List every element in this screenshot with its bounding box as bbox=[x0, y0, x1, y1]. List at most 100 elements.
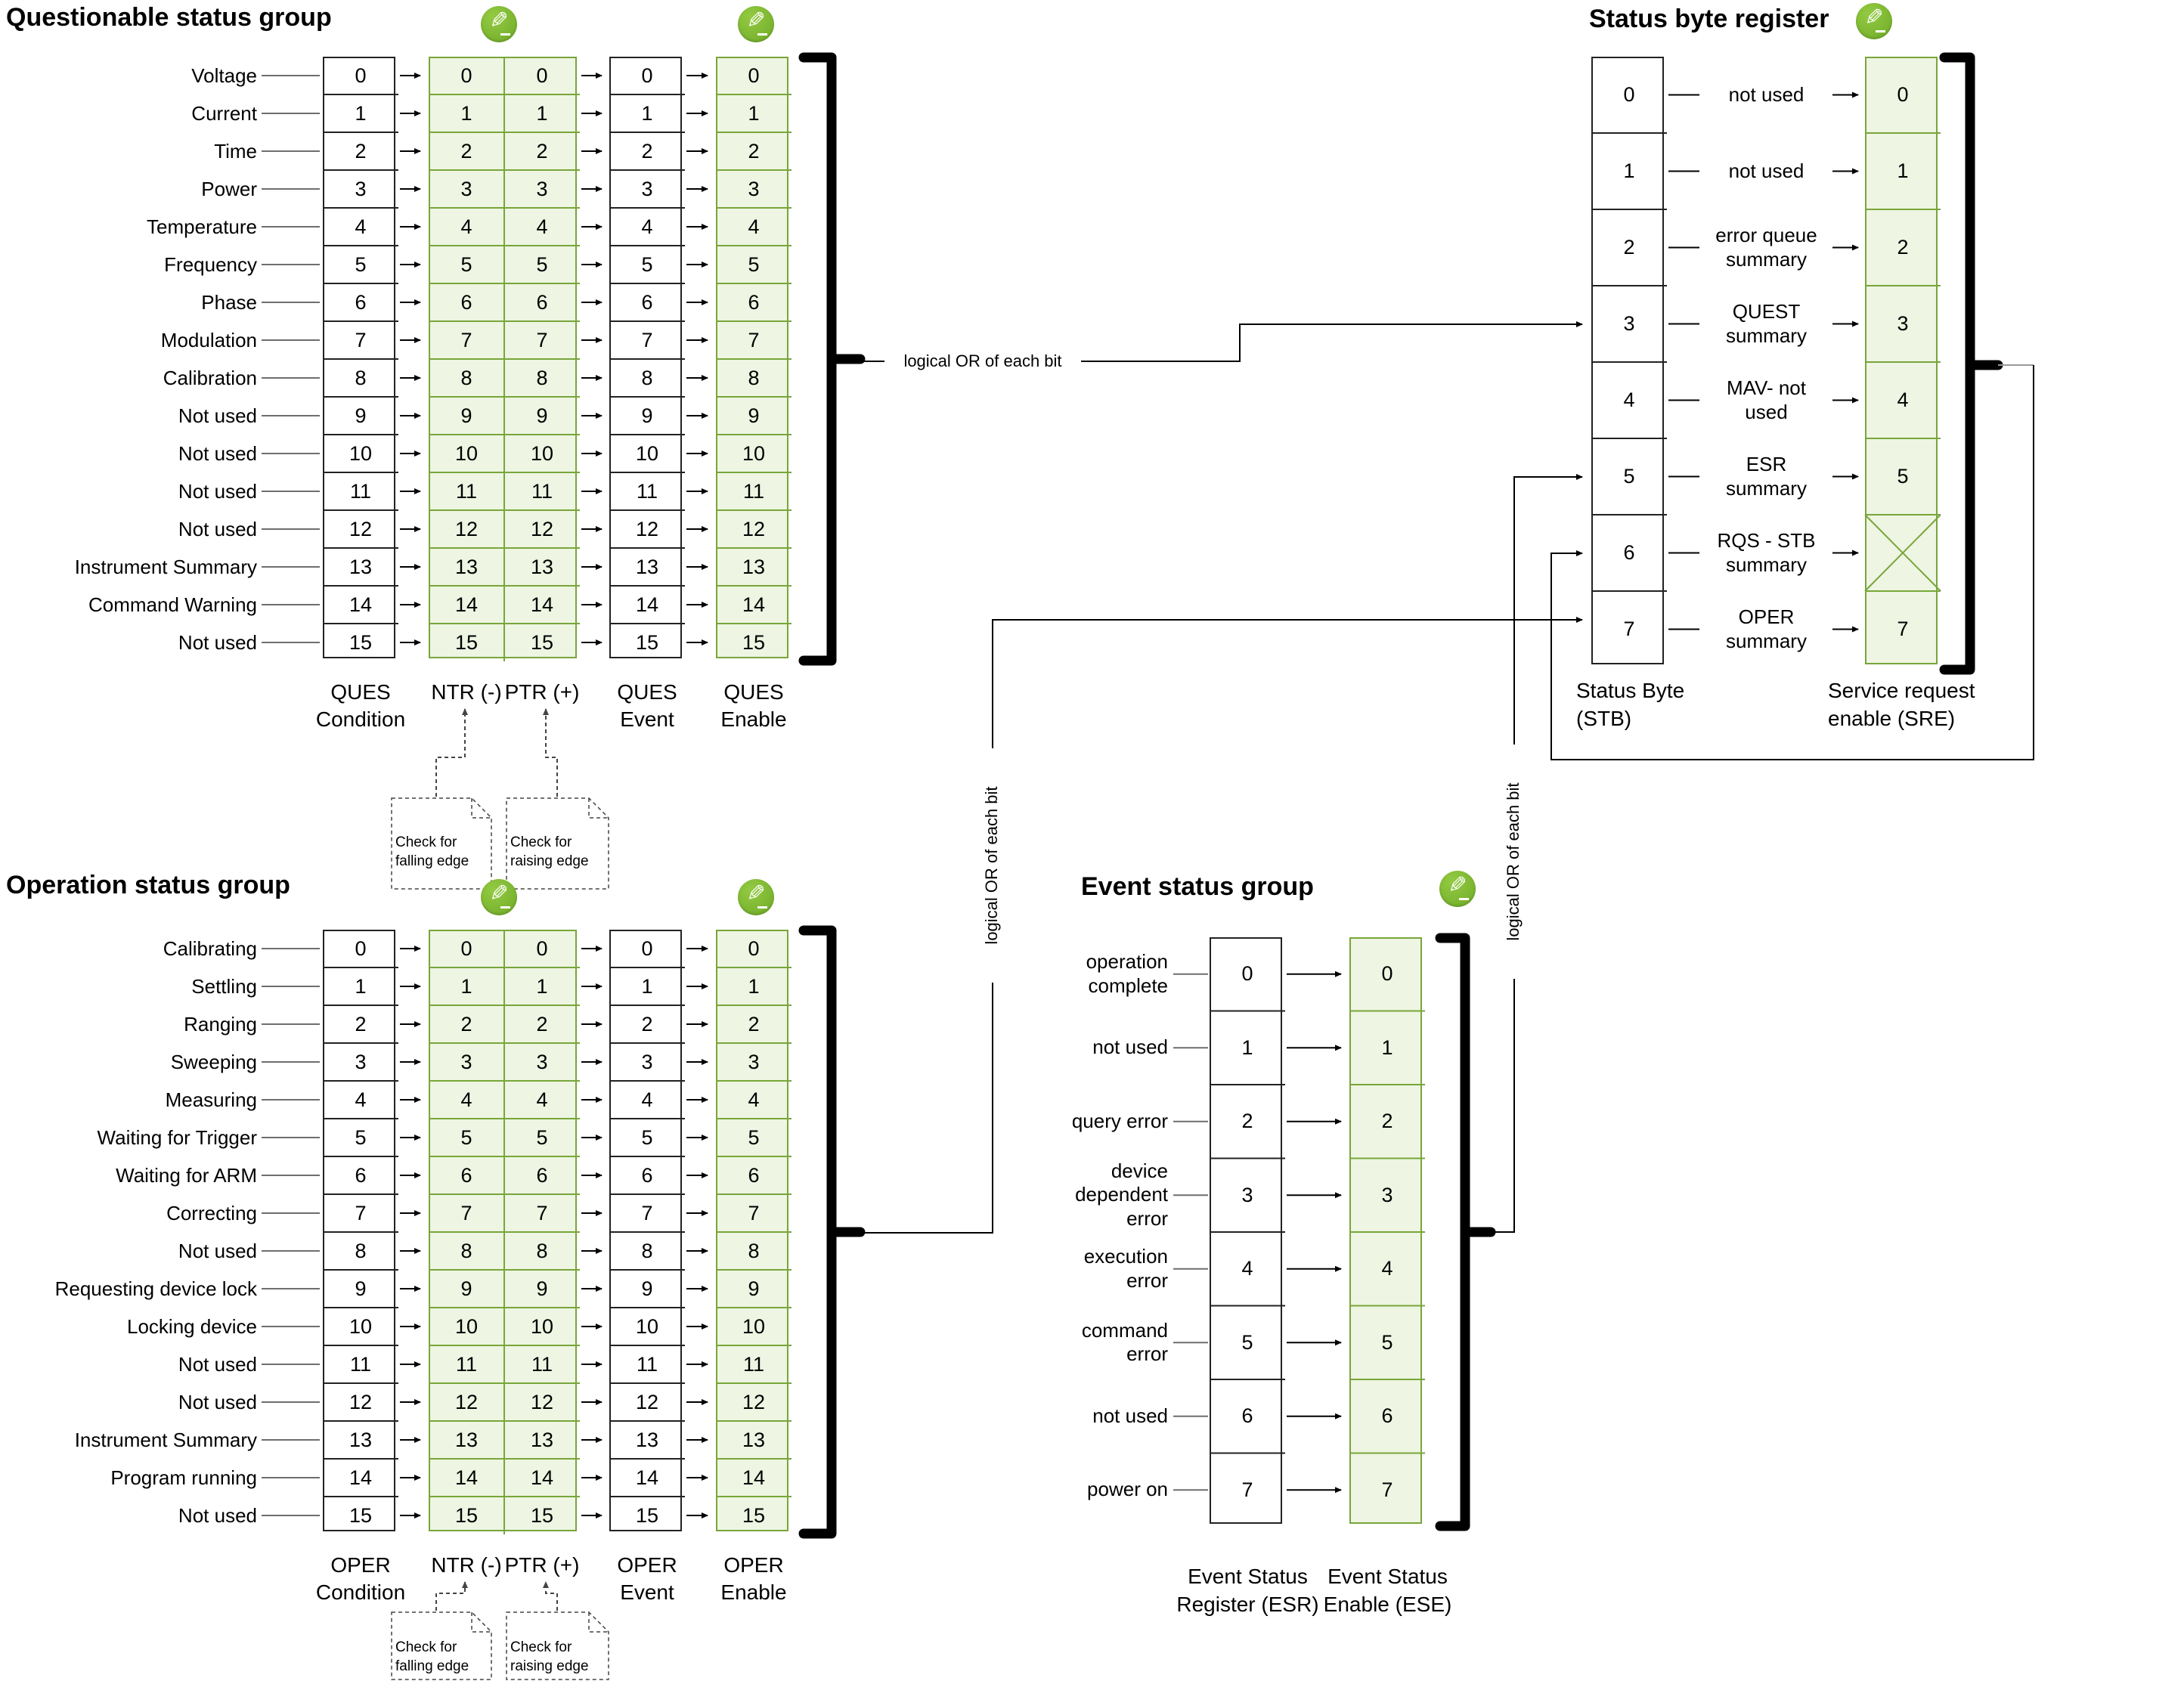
logical-or-label-event: logical OR of each bit bbox=[1504, 745, 1525, 979]
ques-event-bit-9: 9 bbox=[641, 404, 653, 427]
ques-condition-bit-5: 5 bbox=[355, 253, 367, 276]
ques-event-bit-10: 10 bbox=[635, 442, 659, 465]
ques-enable-register bbox=[716, 57, 788, 658]
ques-bit-label-0: Voltage bbox=[191, 64, 257, 87]
ques-ptr-bit-15: 15 bbox=[530, 631, 554, 654]
sre-caption: Service request enable (SRE) bbox=[1828, 679, 1975, 730]
oper-ntr-bit-15: 15 bbox=[454, 1504, 479, 1527]
oper-event-header: OPER Event bbox=[617, 1553, 677, 1605]
event-group-title: Event status group bbox=[1081, 872, 1314, 901]
stb-bit-meaning-6: RQS - STB summary bbox=[1717, 528, 1816, 576]
stb-bit-meaning-4: MAV- not used bbox=[1726, 376, 1806, 423]
oper-edit-icon-enable[interactable]: ✎ bbox=[738, 879, 774, 915]
ques-event-bit-6: 6 bbox=[641, 291, 653, 314]
oper-ptr-bit-9: 9 bbox=[536, 1277, 548, 1300]
ques-ntr-bit-14: 14 bbox=[454, 593, 479, 616]
ques-edit-icon-enable[interactable]: ✎ bbox=[738, 6, 774, 42]
ques-ptr-bit-0: 0 bbox=[536, 64, 548, 87]
event-bit-label-7: power on bbox=[1087, 1478, 1168, 1501]
operation-group-title: Operation status group bbox=[6, 871, 290, 899]
ques-event-bit-1: 1 bbox=[641, 102, 653, 125]
oper-ntr-bit-0: 0 bbox=[460, 937, 472, 960]
ques-bit-label-3: Power bbox=[201, 178, 257, 200]
oper-ptr-bit-2: 2 bbox=[536, 1013, 548, 1036]
logical-or-label-operation: logical OR of each bit bbox=[982, 748, 1003, 983]
oper-condition-bit-13: 13 bbox=[349, 1429, 373, 1451]
ques-ntr-bit-15: 15 bbox=[454, 631, 479, 654]
ques-ntr-bit-7: 7 bbox=[460, 329, 472, 351]
ques-ntr-bit-11: 11 bbox=[455, 480, 478, 503]
oper-ptr-bit-15: 15 bbox=[530, 1504, 554, 1527]
ques-enable-bit-3: 3 bbox=[748, 178, 760, 200]
oper-ntr-bit-8: 8 bbox=[460, 1240, 472, 1262]
stb-bit-meaning-3: QUEST summary bbox=[1726, 299, 1807, 347]
oper-bit-label-3: Sweeping bbox=[170, 1051, 257, 1073]
oper-enable-bit-7: 7 bbox=[748, 1202, 760, 1224]
event-bit-label-6: not used bbox=[1092, 1404, 1168, 1427]
ques-event-bit-14: 14 bbox=[635, 593, 659, 616]
event-bit-label-3: device dependent error bbox=[1075, 1159, 1168, 1231]
ques-ntr-bit-12: 12 bbox=[454, 518, 479, 540]
event-edit-icon[interactable]: ✎ bbox=[1439, 871, 1476, 907]
event-bit-label-0: operation complete bbox=[1086, 950, 1168, 997]
oper-ntr-bit-9: 9 bbox=[460, 1277, 472, 1300]
oper-event-bit-15: 15 bbox=[635, 1504, 659, 1527]
ques-ntr-bit-3: 3 bbox=[460, 178, 472, 200]
sre-bit-5: 5 bbox=[1897, 465, 1909, 488]
ques-bit-label-2: Time bbox=[214, 140, 257, 163]
ques-event-header: QUES Event bbox=[617, 680, 677, 732]
oper-event-register bbox=[609, 930, 682, 1531]
oper-event-bit-8: 8 bbox=[641, 1240, 653, 1262]
sre-bit-4: 4 bbox=[1897, 389, 1909, 411]
oper-bit-label-2: Ranging bbox=[184, 1013, 257, 1036]
oper-bit-label-15: Not used bbox=[178, 1504, 257, 1527]
ques-event-bit-7: 7 bbox=[641, 329, 653, 351]
ques-enable-bit-14: 14 bbox=[742, 593, 766, 616]
ques-enable-bit-4: 4 bbox=[748, 215, 760, 238]
ques-condition-bit-9: 9 bbox=[355, 404, 367, 427]
ques-bit-label-10: Not used bbox=[178, 442, 257, 465]
oper-enable-bit-5: 5 bbox=[748, 1126, 760, 1149]
ques-bit-label-5: Frequency bbox=[164, 253, 257, 276]
oper-enable-bit-2: 2 bbox=[748, 1013, 760, 1036]
status-byte-register-title: Status byte register bbox=[1589, 5, 1829, 33]
stb-bit-meaning-1: not used bbox=[1728, 159, 1805, 182]
oper-condition-bit-3: 3 bbox=[355, 1051, 367, 1073]
oper-event-bit-2: 2 bbox=[641, 1013, 653, 1036]
oper-condition-register bbox=[323, 930, 395, 1531]
oper-condition-bit-12: 12 bbox=[349, 1391, 373, 1413]
ese-bit-6: 6 bbox=[1381, 1404, 1393, 1427]
oper-ptr-bit-3: 3 bbox=[536, 1051, 548, 1073]
oper-condition-bit-0: 0 bbox=[355, 937, 367, 960]
oper-enable-bit-14: 14 bbox=[742, 1466, 766, 1489]
oper-enable-register bbox=[716, 930, 788, 1531]
oper-bit-label-12: Not used bbox=[178, 1391, 257, 1413]
ques-condition-bit-2: 2 bbox=[355, 140, 367, 163]
oper-ntr-bit-11: 11 bbox=[455, 1353, 478, 1376]
oper-event-bit-0: 0 bbox=[641, 937, 653, 960]
ques-event-bit-8: 8 bbox=[641, 367, 653, 389]
ques-bit-label-1: Current bbox=[191, 102, 257, 125]
oper-bit-label-14: Program running bbox=[110, 1466, 257, 1489]
ques-condition-bit-8: 8 bbox=[355, 367, 367, 389]
sre-bit-2: 2 bbox=[1897, 236, 1909, 258]
sre-bit-3: 3 bbox=[1897, 312, 1909, 335]
oper-bit-label-9: Requesting device lock bbox=[54, 1277, 257, 1300]
esr-bit-5: 5 bbox=[1241, 1330, 1253, 1354]
esr-bit-1: 1 bbox=[1241, 1036, 1253, 1059]
ques-ntr-bit-5: 5 bbox=[460, 253, 472, 276]
oper-bit-label-11: Not used bbox=[178, 1353, 257, 1376]
logical-or-label-horizontal: logical OR of each bit bbox=[884, 351, 1081, 371]
ques-enable-bit-8: 8 bbox=[748, 367, 760, 389]
oper-edit-icon-transition[interactable]: ✎ bbox=[481, 879, 517, 915]
oper-ntr-bit-1: 1 bbox=[460, 975, 472, 998]
ques-edit-icon-transition[interactable]: ✎ bbox=[481, 6, 517, 42]
ques-event-bit-2: 2 bbox=[641, 140, 653, 163]
status-byte-edit-icon[interactable]: ✎ bbox=[1856, 3, 1892, 39]
event-bit-label-5: command error bbox=[1081, 1318, 1168, 1366]
oper-condition-bit-10: 10 bbox=[349, 1315, 373, 1338]
stb-bit-0: 0 bbox=[1623, 83, 1635, 106]
ques-ntr-bit-9: 9 bbox=[460, 404, 472, 427]
stb-bit-1: 1 bbox=[1623, 159, 1635, 182]
